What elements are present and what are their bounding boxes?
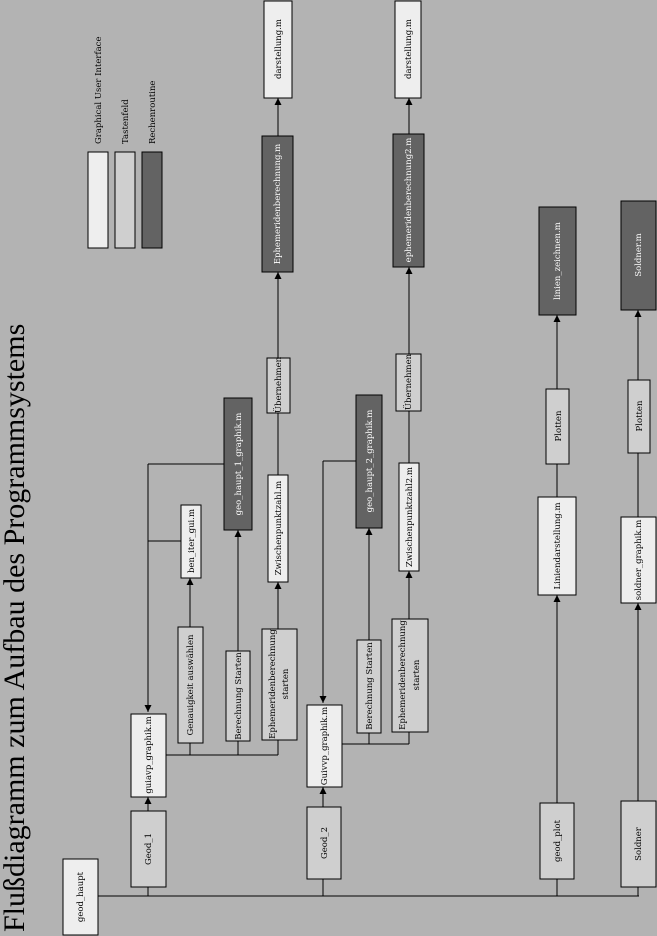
ephemeriden-starten-2-label-line-1: Ephemeridenberechnung xyxy=(398,620,408,730)
node-liniendarstellung: Liniendarstellung.m xyxy=(537,496,577,596)
svg-text:Rechenroutine: Rechenroutine xyxy=(148,81,158,144)
node-ben-iter-gui: ben_iter_gui.m xyxy=(180,504,202,579)
legend-item-gui: Graphical User Interface xyxy=(87,37,109,249)
svg-text:geod_haupt: geod_haupt xyxy=(76,871,86,922)
node-guiavp-graphik: guiavp_graphik.m xyxy=(130,713,167,798)
diagram-title: Flußdiagramm zum Aufbau des Programmsyst… xyxy=(0,324,31,932)
svg-text:linien_zeichnen.m: linien_zeichnen.m xyxy=(553,222,563,300)
ephemeriden-starten-2-label-line-2: starten xyxy=(412,659,422,690)
node-uebernehmen-1: Übernehmen xyxy=(266,356,291,414)
node-zwischenpunktzahl-2: Zwischenpunktzahl2.m xyxy=(398,462,420,572)
node-guivvp-graphik: Guivvp_graphik.m xyxy=(306,704,343,788)
node-berechnung-starten-2: Berechnung Starten xyxy=(356,639,382,734)
svg-text:Soldner: Soldner xyxy=(634,826,644,861)
svg-text:geo_haupt_2_graphik.m: geo_haupt_2_graphik.m xyxy=(365,410,375,513)
svg-text:geo_haupt_1_graphik.m: geo_haupt_1_graphik.m xyxy=(234,413,244,516)
ephemeriden-starten-1-label-line-1: Ephemeridenberechnung xyxy=(268,629,278,739)
node-ephemeriden-starten-2: Ephemeridenberechnung starten xyxy=(391,618,429,733)
legend: Graphical User Interface Tastenfeld Rech… xyxy=(87,37,163,249)
node-geo-haupt-2-graphik: geo_haupt_2_graphik.m xyxy=(355,394,383,529)
svg-text:Tastenfeld: Tastenfeld xyxy=(121,99,131,144)
node-ephemeridenberechnung-1: Ephemeridenberechnung.m xyxy=(261,135,294,273)
svg-text:Übernehmen: Übernehmen xyxy=(272,356,284,413)
node-genauigkeit-auswaehlen: Genauigkeit auswählen xyxy=(177,626,204,744)
svg-text:Soldner.m: Soldner.m xyxy=(634,233,644,277)
node-geod-plot: geod_plot xyxy=(539,802,575,880)
svg-text:ephemeridenberechnung2.m: ephemeridenberechnung2.m xyxy=(404,138,414,263)
svg-text:darstellung.m: darstellung.m xyxy=(274,19,284,79)
node-berechnung-starten-1: Berechnung Starten xyxy=(225,650,251,742)
node-geod-1: Geod_1 xyxy=(130,810,167,888)
node-soldner-m: Soldner.m xyxy=(620,200,657,311)
legend-item-rechenroutine: Rechenroutine xyxy=(141,81,163,249)
svg-text:guiavp_graphik.m: guiavp_graphik.m xyxy=(144,716,154,793)
ephemeriden-starten-1-label-line-2: starten xyxy=(281,668,291,699)
svg-text:Geod_2: Geod_2 xyxy=(320,827,330,859)
svg-text:Plotten: Plotten xyxy=(635,400,645,431)
node-darstellung-1: darstellung.m xyxy=(263,0,293,99)
svg-text:Plotten: Plotten xyxy=(554,410,564,441)
svg-text:ben_iter_gui.m: ben_iter_gui.m xyxy=(187,509,197,573)
svg-text:soldner_graphik.m: soldner_graphik.m xyxy=(634,520,644,601)
node-geod-2: Geod_2 xyxy=(306,806,342,880)
svg-text:Berechnung Starten: Berechnung Starten xyxy=(234,652,244,740)
node-geod-haupt: geod_haupt xyxy=(62,858,99,936)
svg-text:Ephemeridenberechnung.m: Ephemeridenberechnung.m xyxy=(273,144,283,264)
svg-text:Graphical User Interface: Graphical User Interface xyxy=(94,37,104,144)
node-ephemeriden-starten-1: Ephemeridenberechnung starten xyxy=(261,628,298,741)
svg-text:Berechnung Starten: Berechnung Starten xyxy=(365,642,375,730)
svg-text:Zwischenpunktzahl.m: Zwischenpunktzahl.m xyxy=(274,481,284,575)
legend-item-tastenfeld: Tastenfeld xyxy=(114,99,136,249)
node-plotten-1: Plotten xyxy=(545,388,570,465)
svg-text:Zwischenpunktzahl2.m: Zwischenpunktzahl2.m xyxy=(405,467,415,567)
node-zwischenpunktzahl-1: Zwischenpunktzahl.m xyxy=(267,474,289,583)
svg-text:geod_plot: geod_plot xyxy=(553,819,563,862)
node-darstellung-2: darstellung.m xyxy=(394,0,422,99)
node-linien-zeichnen: linien_zeichnen.m xyxy=(538,206,577,316)
svg-text:Guivvp_graphik.m: Guivvp_graphik.m xyxy=(320,707,330,785)
node-uebernehmen-2: Übernehmen xyxy=(395,353,422,412)
node-geo-haupt-1-graphik: geo_haupt_1_graphik.m xyxy=(223,397,253,531)
svg-text:Geod_1: Geod_1 xyxy=(144,833,154,865)
svg-text:Übernehmen: Übernehmen xyxy=(402,353,414,410)
node-ephemeridenberechnung-2: ephemeridenberechnung2.m xyxy=(392,133,425,268)
node-soldner-graphik: soldner_graphik.m xyxy=(620,516,657,604)
svg-text:darstellung.m: darstellung.m xyxy=(404,19,414,79)
connectors xyxy=(97,98,642,897)
node-plotten-2: Plotten xyxy=(627,379,651,454)
svg-text:Genauigkeit auswählen: Genauigkeit auswählen xyxy=(186,634,196,735)
svg-text:Liniendarstellung.m: Liniendarstellung.m xyxy=(553,502,563,589)
node-soldner: Soldner xyxy=(620,800,657,888)
